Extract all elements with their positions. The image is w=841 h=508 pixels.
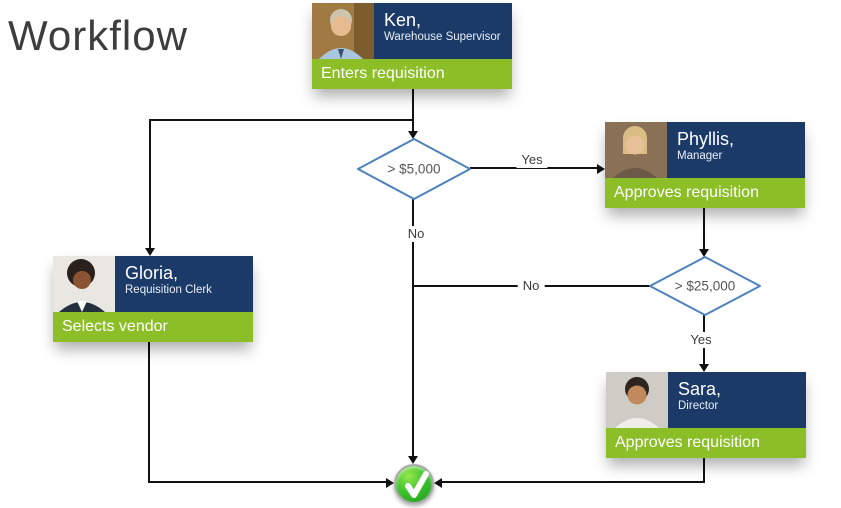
arrowhead [386, 478, 394, 488]
edge-label-d2-no: No [517, 278, 545, 294]
person-name: Gloria, [125, 263, 179, 283]
node-action: Approves requisition [606, 428, 806, 458]
arrowhead [434, 478, 442, 488]
arrowhead [145, 248, 155, 256]
person-role: Director [678, 400, 719, 412]
node-gloria: Gloria, Requisition Clerk Selects vendor [53, 256, 253, 342]
node-action: Selects vendor [53, 312, 253, 342]
phyllis-photo [605, 122, 667, 178]
decision-label: > $25,000 [674, 278, 736, 294]
edge-d1-yes [470, 167, 597, 169]
sara-photo [606, 372, 668, 428]
edge-d1-no [412, 198, 414, 456]
arrowhead [699, 364, 709, 372]
node-phyllis: Phyllis, Manager Approves requisition [605, 122, 805, 208]
node-ken: Ken, Warehouse Supervisor Enters requisi… [312, 3, 512, 89]
edge-sara-check [442, 481, 705, 483]
page-title: Workflow [8, 12, 188, 59]
node-sara: Sara, Director Approves requisition [606, 372, 806, 458]
person-name: Phyllis, [677, 129, 735, 149]
arrowhead [408, 131, 418, 139]
edge-branch-left [149, 119, 414, 121]
edge-label-d1-yes: Yes [516, 152, 548, 168]
person-name: Ken, [384, 10, 422, 30]
person-role: Requisition Clerk [125, 284, 212, 296]
person-name: Sara, [678, 379, 722, 399]
edge-label-d1-no: No [402, 226, 430, 242]
decision-label: > $5,000 [387, 161, 441, 177]
arrowhead [699, 249, 709, 257]
decision-amount-5000: > $5,000 [356, 137, 472, 201]
node-action: Enters requisition [312, 59, 512, 89]
edge-gloria-down [148, 342, 150, 482]
person-role: Manager [677, 150, 723, 162]
edge-label-d2-yes: Yes [685, 332, 717, 348]
edge-sara-down [703, 458, 705, 482]
edge-ken-down [412, 88, 414, 134]
edge-to-gloria [149, 119, 151, 249]
edge-gloria-check [148, 481, 386, 483]
arrowhead [597, 164, 605, 174]
node-action: Approves requisition [605, 178, 805, 208]
ken-photo [312, 3, 374, 59]
gloria-photo [53, 256, 115, 312]
decision-amount-25000: > $25,000 [648, 255, 762, 317]
arrowhead [408, 456, 418, 464]
check-icon [394, 464, 434, 504]
person-role: Warehouse Supervisor [384, 31, 501, 43]
edge-phyllis-d2 [703, 208, 705, 250]
